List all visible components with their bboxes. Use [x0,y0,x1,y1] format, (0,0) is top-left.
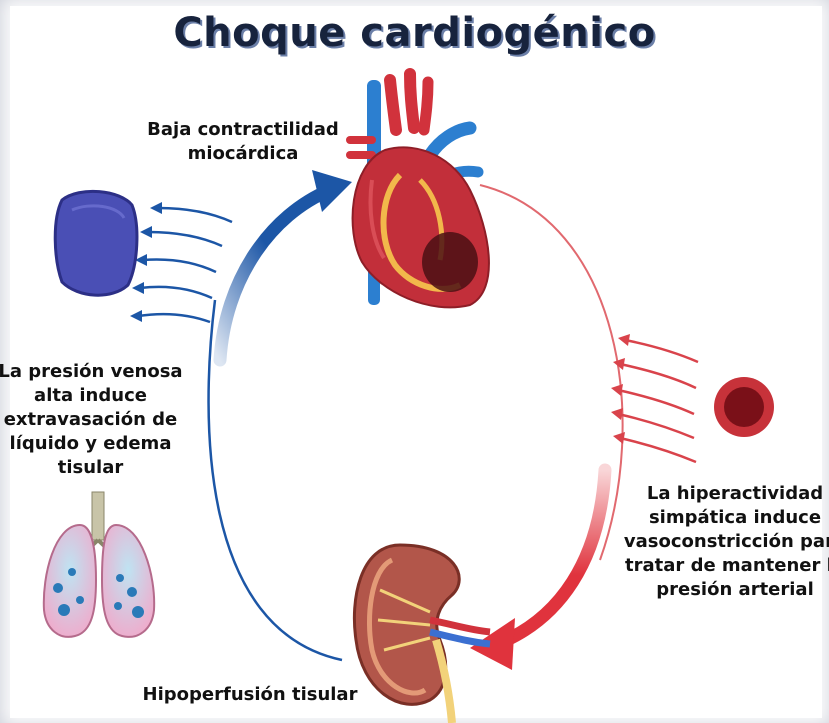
arterial-flow-arrows [611,334,698,462]
lungs-icon [44,492,154,637]
label-hypoperfusion: Hipoperfusión tisular [140,683,360,707]
blue-cycle-arrow [220,170,352,360]
kidney-icon [354,545,490,723]
label-sympathetic: La hiperactividad simpática induce vasoc… [620,482,829,602]
vein-icon [55,191,137,295]
artery-icon [714,377,774,437]
heart-icon [350,74,489,307]
label-contractility: Baja contractilidad miocárdica [143,118,343,166]
label-venous-pressure: La presión venosa alta induce extravasac… [0,360,193,480]
venous-flow-arrows [130,202,232,322]
red-cycle-arrow [470,470,605,670]
